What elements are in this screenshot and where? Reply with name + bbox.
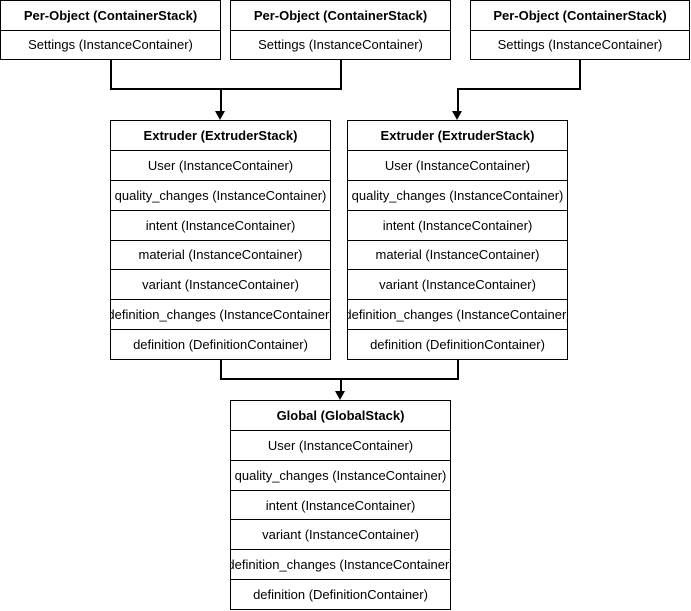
- node-global-row-definition: definition (DefinitionContainer): [253, 587, 428, 603]
- node-global-title: Global (GlobalStack): [231, 401, 450, 431]
- node-extruder-2-row-definition-changes: definition_changes (InstanceContainer): [348, 300, 567, 331]
- node-extruder-1-row-material: material (InstanceContainer): [111, 241, 330, 271]
- node-extruder-2-row-quality-changes: quality_changes (InstanceContainer): [348, 181, 567, 211]
- node-extruder-2: Extruder (ExtruderStack) User (InstanceC…: [347, 120, 568, 360]
- node-per-object-1: Per-Object (ContainerStack) Settings (In…: [0, 0, 221, 60]
- node-extruder-2-row-material: material (InstanceContainer): [348, 241, 567, 271]
- arrow-down-icon: [215, 111, 225, 120]
- node-extruder-1-row-intent: intent (InstanceContainer): [111, 211, 330, 241]
- edge-extruder-2-drop: [457, 360, 459, 379]
- edge-extruder-1-drop: [220, 360, 222, 379]
- node-per-object-1-title: Per-Object (ContainerStack): [1, 1, 220, 31]
- edge-per-object-3-drop: [579, 60, 581, 89]
- node-extruder-2-row-intent: intent (InstanceContainer): [348, 211, 567, 241]
- node-extruder-2-row-variant: variant (InstanceContainer): [348, 270, 567, 301]
- arrow-down-icon: [335, 391, 345, 400]
- node-global-row-user: User (InstanceContainer): [231, 431, 450, 461]
- edge-to-global-stem: [340, 379, 342, 392]
- node-extruder-1-title: Extruder (ExtruderStack): [111, 121, 330, 151]
- node-per-object-2-title: Per-Object (ContainerStack): [231, 1, 450, 31]
- node-per-object-3: Per-Object (ContainerStack) Settings (In…: [470, 0, 690, 60]
- node-extruder-2-title: Extruder (ExtruderStack): [348, 121, 567, 151]
- node-extruder-2-row-user: User (InstanceContainer): [348, 151, 567, 181]
- node-per-object-3-row-settings: Settings (InstanceContainer): [497, 37, 663, 53]
- node-extruder-1-row-user: User (InstanceContainer): [111, 151, 330, 181]
- node-per-object-2: Per-Object (ContainerStack) Settings (In…: [230, 0, 451, 60]
- node-global-row-variant: variant (InstanceContainer): [231, 520, 450, 551]
- node-extruder-1-row-definition-changes: definition_changes (InstanceContainer): [111, 300, 330, 331]
- node-global-row-intent: intent (InstanceContainer): [231, 491, 450, 521]
- edge-per-object-1-drop: [110, 60, 112, 89]
- edge-per-object-merge-bar: [110, 88, 342, 90]
- node-extruder-2-row-definition: definition (DefinitionContainer): [370, 337, 545, 353]
- edge-per-object-3-bar: [457, 88, 581, 90]
- node-per-object-1-row-settings: Settings (InstanceContainer): [28, 37, 193, 53]
- node-global-row-quality-changes: quality_changes (InstanceContainer): [231, 461, 450, 491]
- edge-to-extruder-2-stem: [457, 89, 459, 112]
- node-extruder-1-row-quality-changes: quality_changes (InstanceContainer): [111, 181, 330, 211]
- node-extruder-1-row-variant: variant (InstanceContainer): [111, 270, 330, 301]
- node-extruder-1: Extruder (ExtruderStack) User (InstanceC…: [110, 120, 331, 360]
- edge-extruder-merge-bar: [220, 378, 459, 380]
- edge-per-object-2-drop: [340, 60, 342, 89]
- edge-to-extruder-1-stem: [220, 89, 222, 112]
- arrow-down-icon: [452, 111, 462, 120]
- node-per-object-3-title: Per-Object (ContainerStack): [471, 1, 689, 31]
- node-global-row-definition-changes: definition_changes (InstanceContainer): [231, 550, 450, 581]
- node-per-object-2-row-settings: Settings (InstanceContainer): [258, 37, 423, 53]
- node-global: Global (GlobalStack) User (InstanceConta…: [230, 400, 451, 610]
- node-extruder-1-row-definition: definition (DefinitionContainer): [133, 337, 308, 353]
